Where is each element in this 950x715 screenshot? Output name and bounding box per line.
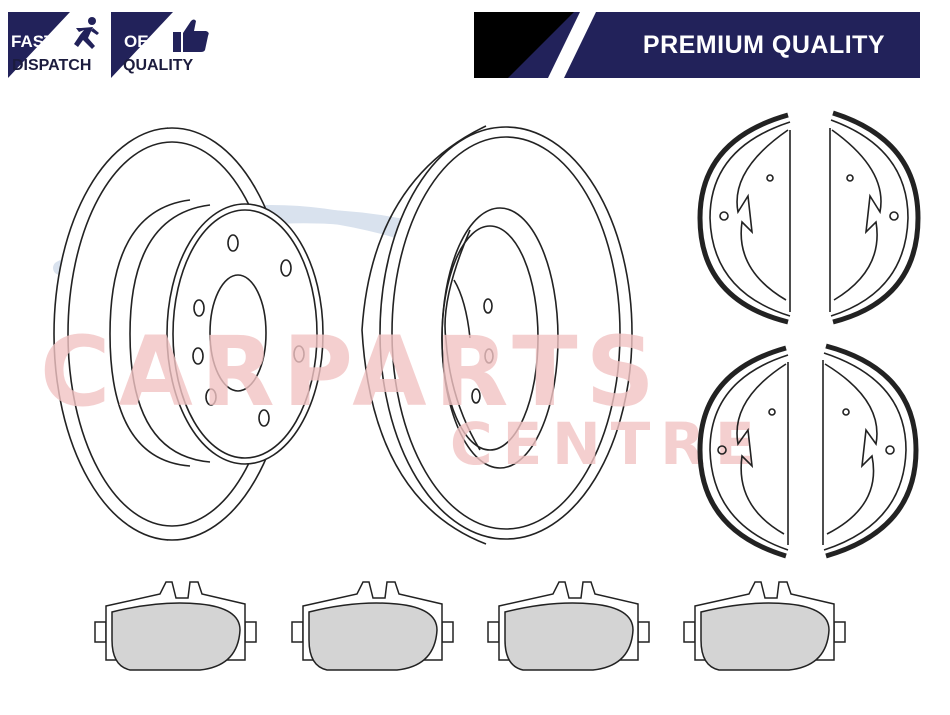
brake-pad-3 [487, 581, 650, 671]
premium-quality-banner: PREMIUM QUALITY [474, 12, 920, 78]
banner-background [474, 12, 920, 78]
brake-disc-front [53, 127, 324, 541]
running-man-icon [74, 17, 99, 49]
oe-quality-badge: OE QUALITY [111, 12, 215, 78]
dispatch-label: DISPATCH [12, 57, 92, 74]
brake-pad-1 [94, 581, 257, 671]
brake-disc-rear [361, 125, 633, 545]
oe-label: OE [124, 32, 149, 51]
fast-label: FAST [11, 32, 55, 51]
brake-pad-4 [683, 581, 846, 671]
quality-label: QUALITY [123, 57, 194, 74]
watermark-line1: CARPARTS [40, 316, 663, 428]
fast-dispatch-badge: FAST DISPATCH [8, 12, 104, 78]
brake-pad-2 [291, 581, 454, 671]
banner-text: PREMIUM QUALITY [642, 31, 886, 59]
watermark-line2: CENTRE [450, 410, 765, 478]
badge-corner-icon [111, 12, 173, 78]
brake-shoe-set-top [697, 110, 921, 325]
brake-shoe-set-bottom [697, 343, 919, 559]
thumbs-up-icon [173, 19, 209, 52]
badge-corner-icon [8, 12, 104, 78]
